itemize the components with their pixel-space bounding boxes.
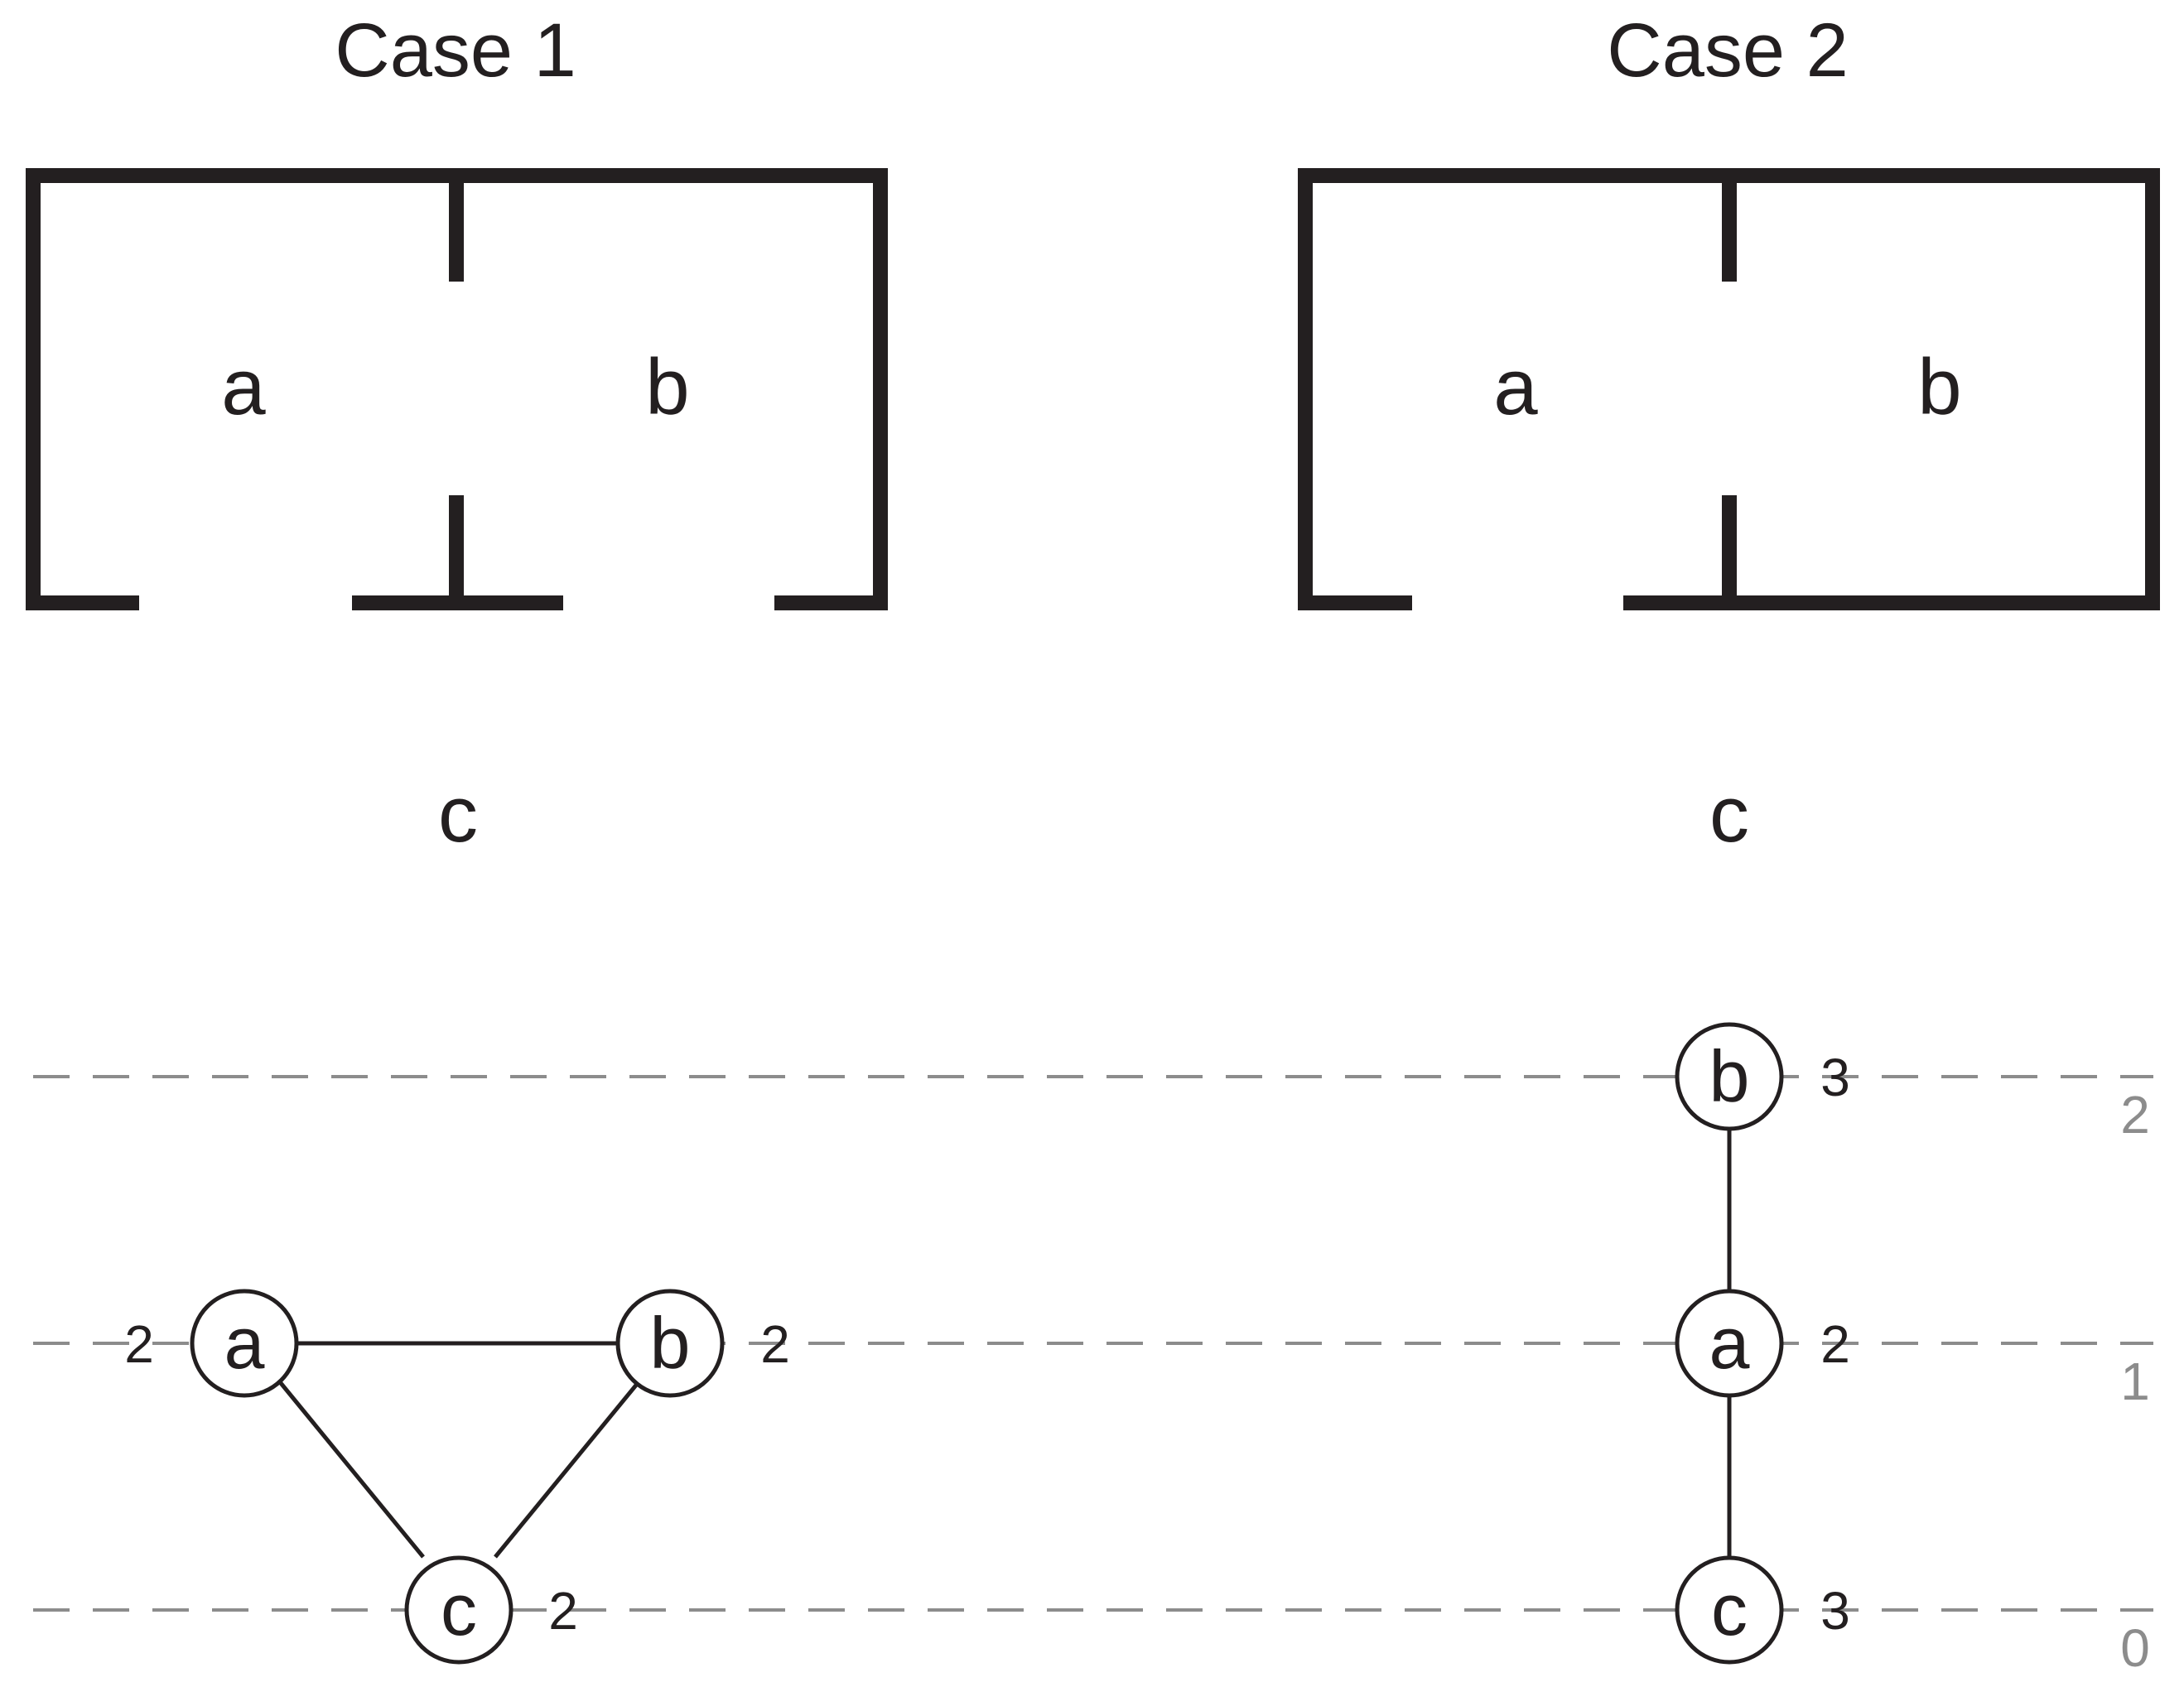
case-1-node-c: c 2 bbox=[404, 1555, 578, 1665]
case-2-node-a-depth: 2 bbox=[1820, 1314, 1850, 1374]
case-2-node-a-label: a bbox=[1709, 1302, 1750, 1384]
case-2-node-c: c 3 bbox=[1675, 1555, 1850, 1665]
case-1-room-a-label: a bbox=[221, 343, 266, 431]
case-2-room-c-label: c bbox=[1709, 770, 1749, 859]
case-2-node-c-label: c bbox=[1711, 1569, 1748, 1651]
case-2: Case 2 a b c bbox=[1298, 8, 2160, 859]
case-2-node-b-label: b bbox=[1709, 1035, 1750, 1117]
case-2-node-b: b 3 bbox=[1675, 1022, 1850, 1131]
case-1-node-a-label: a bbox=[224, 1302, 265, 1384]
case-1-edge-b-c bbox=[494, 1381, 639, 1559]
case-1-node-a: a 2 bbox=[124, 1289, 299, 1398]
case-2-node-a-circle bbox=[1675, 1289, 1784, 1398]
case-2-node-b-depth: 3 bbox=[1820, 1048, 1850, 1107]
case-1-node-b-label: b bbox=[650, 1302, 691, 1384]
case-2-title: Case 2 bbox=[1607, 8, 1849, 93]
case-1-node-b-depth: 2 bbox=[760, 1314, 790, 1374]
case-1-room-b-label: b bbox=[645, 343, 689, 431]
case-1-node-a-circle bbox=[190, 1289, 299, 1398]
case-1-floor-plan: a b c bbox=[26, 168, 888, 859]
case-2-node-b-circle bbox=[1675, 1022, 1784, 1131]
case-1-outer-wall bbox=[26, 168, 888, 610]
case-1-room-c-label: c bbox=[438, 770, 478, 859]
case-1-node-b: b 2 bbox=[615, 1289, 790, 1398]
case-2-outer-wall bbox=[1298, 168, 2160, 610]
case-1-node-a-depth: 2 bbox=[124, 1314, 154, 1374]
case-1-node-c-circle bbox=[404, 1555, 513, 1665]
case-2-node-c-circle bbox=[1675, 1555, 1784, 1665]
case-2-room-b-label: b bbox=[1917, 343, 1961, 431]
case-1-node-b-circle bbox=[615, 1289, 725, 1398]
case-1-node-c-label: c bbox=[441, 1569, 477, 1651]
level-lines: 2 1 0 bbox=[33, 1075, 2153, 1678]
case-2-room-a-label: a bbox=[1493, 343, 1538, 431]
level-label-0: 0 bbox=[2120, 1618, 2150, 1678]
case-1-graph: a 2 b 2 c 2 bbox=[124, 1289, 790, 1665]
case-2-node-c-depth: 3 bbox=[1820, 1581, 1850, 1641]
case-1: Case 1 a b c bbox=[26, 8, 888, 859]
case-1-node-c-depth: 2 bbox=[548, 1581, 578, 1641]
level-label-2: 2 bbox=[2120, 1085, 2150, 1145]
case-1-title: Case 1 bbox=[335, 8, 576, 93]
case-2-node-a: a 2 bbox=[1675, 1289, 1850, 1398]
case-2-graph: b 3 a 2 c 3 bbox=[1675, 1022, 1850, 1665]
case-2-floor-plan: a b c bbox=[1298, 168, 2160, 859]
level-label-1: 1 bbox=[2120, 1352, 2150, 1411]
case-1-edge-a-c bbox=[279, 1381, 425, 1559]
